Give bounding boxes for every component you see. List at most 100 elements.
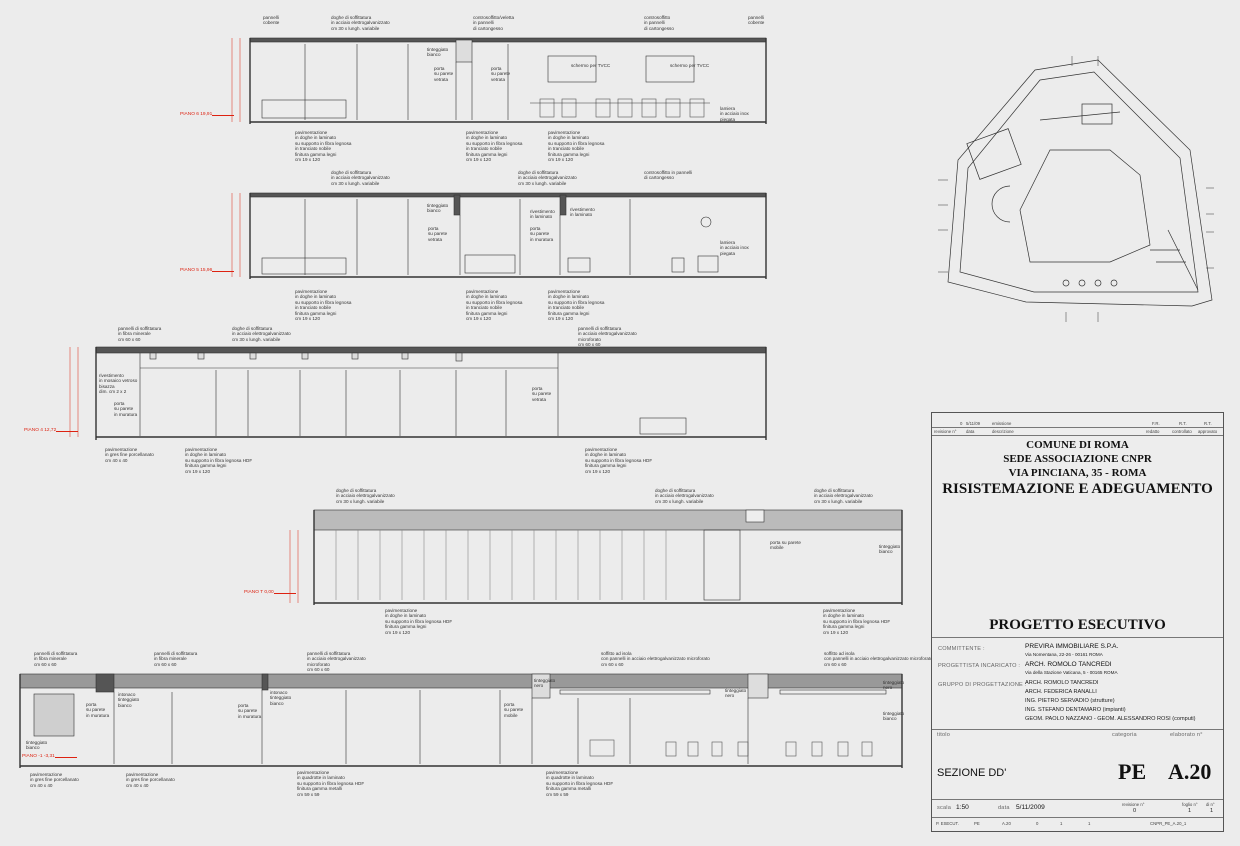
committente-address: Via Nomentana, 22-26 - 00161 ROMA: [1025, 652, 1103, 657]
annotation: pavimentazione in gres fine porcellanato…: [30, 772, 79, 788]
level-marker-piano-5: PIANO 5 15,96: [180, 268, 235, 273]
annotation: soffitto ad isola con pannelli in acciai…: [601, 651, 710, 667]
level-marker-piano-t: PIANO T 0,00: [244, 590, 296, 595]
revision-header-redatto: redatto: [1146, 429, 1160, 434]
annotation: pavimentazione in doghe in laminato su s…: [295, 289, 352, 322]
section-piano-5: [231, 192, 767, 279]
revision-approvato: R.T.: [1204, 421, 1212, 426]
key-plan: [938, 56, 1214, 322]
gruppo-member: GEOM. PAOLO NAZZANO - GEOM. ALESSANDRO R…: [1025, 716, 1196, 722]
drawing-title: SEZIONE DD': [937, 767, 1007, 779]
gruppo-member: ING. STEFANO DENTAMARO (impianti): [1025, 707, 1126, 713]
annotation: pavimentazione in doghe in laminato su s…: [185, 447, 253, 474]
client-association-title: SEDE ASSOCIAZIONE CNPR: [1003, 453, 1152, 465]
annotation: controsoffitto in pannelli di cartongess…: [644, 15, 674, 31]
annotation: pavimentazione in gres fine porcellanato…: [105, 447, 154, 463]
section-piano-t: [289, 509, 903, 605]
annotation: porta su parete in muratura: [530, 226, 554, 242]
annotation: schermo per TVCC: [571, 63, 611, 68]
code-file: CNPR_PE_A.20_1: [1150, 821, 1187, 826]
committente-name: PREVIRA IMMOBILIARE S.P.A.: [1025, 643, 1119, 650]
gruppo-member: ING. PIETRO SERVADIO (strutture): [1025, 698, 1115, 704]
level-marker-piano-6: PIANO 6 19,91: [180, 112, 235, 117]
annotation: intonaco tinteggiato bianco: [118, 692, 140, 708]
annotation: porta su parete vetrata: [428, 226, 448, 242]
drawing-number: A.20: [1168, 759, 1212, 784]
annotation: pavimentazione in doghe in laminato su s…: [585, 447, 653, 474]
date-value: 5/11/2009: [1016, 804, 1045, 811]
annotation: pavimentazione in quadrotte in laminato …: [546, 770, 614, 797]
level-marker-piano-4: PIANO 4 12,72: [24, 428, 79, 433]
annotation: pannelli di soffittatura in acciaio elet…: [578, 326, 637, 348]
annotation: pavimentazione in doghe in laminato su s…: [823, 608, 891, 635]
progettista-label: PROGETTISTA INCARICATO :: [938, 663, 1021, 669]
revision-header-controllato: controllato: [1172, 429, 1192, 434]
project-phase: PROGETTO ESECUTIVO: [989, 617, 1166, 633]
annotation: rivestimento in mosaico vetroso bisazza …: [99, 373, 138, 395]
data-label: data: [998, 805, 1010, 811]
revision-controllato: R.T.: [1179, 421, 1187, 426]
annotation: tinteggiato bianco: [427, 47, 449, 58]
title-block: 0 5/11/09 emissione F.R. R.T. R.T. revis…: [931, 412, 1224, 832]
annotation: pavimentazione in doghe in laminato su s…: [466, 289, 523, 322]
annotation: pavimentazione in quadrotte in laminato …: [297, 770, 365, 797]
annotation: rivestimento in laminato: [530, 209, 555, 220]
annotation: doghe di soffittatura in acciaio elettro…: [336, 488, 395, 504]
annotation: porta su parete mobile: [504, 702, 524, 718]
section-piano-4: [69, 346, 767, 440]
annotation: doghe di soffittatura in acciaio elettro…: [518, 170, 577, 186]
annotation: intonaco tinteggiato bianco: [270, 690, 292, 706]
annotation: rivestimento in laminato: [570, 207, 595, 218]
revision-header-date: data: [966, 429, 975, 434]
progettista-address: Via della Stazione Vaticana, 5 - 00165 R…: [1025, 670, 1118, 675]
annotation: tinteggiato bianco: [883, 711, 905, 722]
scala-label: scala: [937, 805, 952, 811]
titolo-label: titolo: [937, 732, 951, 738]
revisione-label: revisione n°: [1122, 802, 1145, 807]
gruppo-member: ARCH. FEDERICA RANALLI: [1025, 689, 1097, 695]
annotation: porta su parete in muratura: [114, 401, 138, 417]
annotation: schermo per TVCC: [670, 63, 710, 68]
annotation: tinteggiato nero: [883, 680, 905, 691]
annotation: soffitto ad isola con pannelli in acciai…: [824, 651, 933, 667]
annotation: pavimentazione in doghe in laminato su s…: [295, 130, 352, 163]
annotation: pavimentazione in doghe in laminato su s…: [548, 130, 605, 163]
annotation: pannelli cobente: [748, 15, 765, 26]
annotation: doghe di soffittatura in acciaio elettro…: [655, 488, 714, 504]
code-category: PE: [974, 821, 980, 826]
revisione-value: 0: [1133, 808, 1137, 814]
annotation: pannelli di soffittatura in fibra minera…: [34, 651, 78, 667]
code-sheet: 1: [1060, 821, 1063, 826]
progettista-name: ARCH. ROMOLO TANCREDI: [1025, 661, 1112, 668]
annotation: tinteggiato nero: [725, 688, 747, 699]
annotation: porta su parete vetrata: [491, 66, 511, 82]
annotation: lamiera in acciaio inox piegata: [720, 240, 749, 256]
annotation: porta su parete in muratura: [86, 702, 110, 718]
annotation: pannelli di soffittatura in fibra minera…: [154, 651, 198, 667]
annotation: tinteggiato bianco: [879, 544, 901, 555]
foglio-value: 1: [1188, 808, 1192, 814]
revision-date: 5/11/09: [966, 421, 981, 426]
scale-value: 1:50: [956, 804, 969, 811]
annotation: pavimentazione in doghe in laminato su s…: [548, 289, 605, 322]
annotation: controsoffitto in pannelli di cartongess…: [644, 170, 693, 181]
committente-label: COMMITTENTE :: [938, 646, 985, 652]
revision-header-description: descrizione: [992, 429, 1014, 434]
di-value: 1: [1210, 808, 1214, 814]
annotation: pavimentazione in gres fine porcellanato…: [126, 772, 175, 788]
project-title: RISISTEMAZIONE E ADEGUAMENTO: [942, 481, 1213, 497]
annotation: pannelli di soffittatura in acciaio elet…: [307, 651, 366, 673]
level-marker-piano-minus-1: PIANO -1 -3,31: [22, 754, 77, 759]
annotation: lamiera in acciaio inox piegata: [720, 106, 749, 122]
code-of: 1: [1088, 821, 1091, 826]
revision-header-approvato: approvato: [1198, 429, 1218, 434]
annotation: controsoffitto/veletta in pannelli di ca…: [473, 15, 515, 31]
annotation: doghe di soffittatura in acciaio elettro…: [331, 170, 390, 186]
annotation: doghe di soffittatura in acciaio elettro…: [331, 15, 390, 31]
code-drawing: A.20: [1002, 821, 1011, 826]
annotation: tinteggiato bianco: [427, 203, 449, 214]
annotation: doghe di soffittatura in acciaio elettro…: [232, 326, 291, 342]
annotation: pavimentazione in doghe in laminato su s…: [385, 608, 453, 635]
annotation: pannelli di soffittatura in fibra minera…: [118, 326, 162, 342]
